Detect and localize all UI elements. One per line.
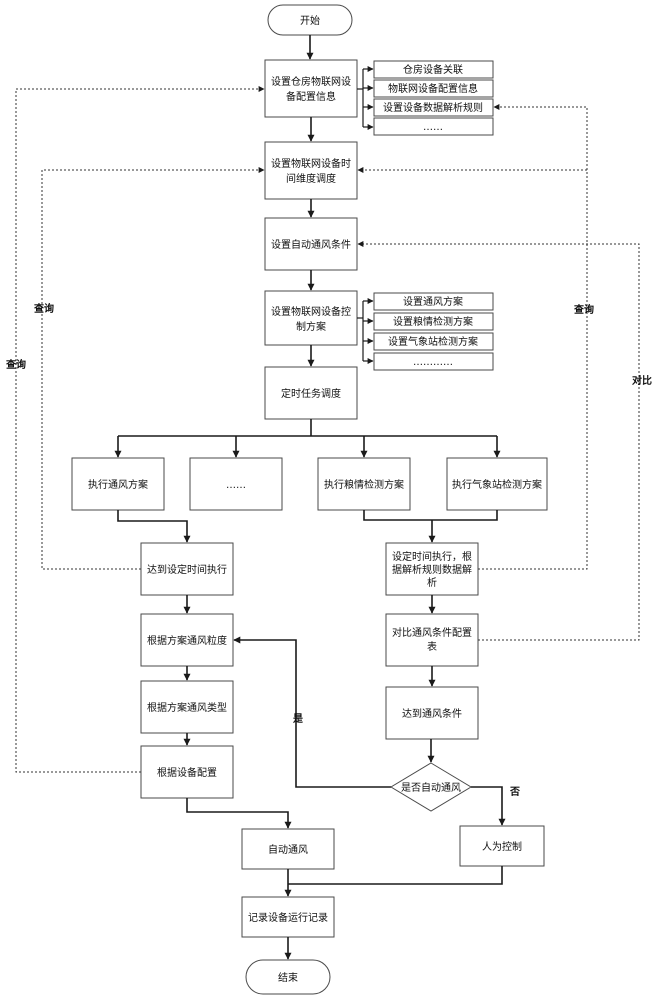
- ctrl-subitems: 设置通风方案 设置粮情检测方案 设置气象站检测方案 …………: [374, 293, 493, 370]
- node-reach-cond-text: 达到通风条件: [402, 707, 462, 720]
- node-compare-line2: 表: [427, 640, 437, 653]
- node-start-text: 开始: [300, 14, 320, 27]
- node-record: 记录设备运行记录: [242, 897, 334, 937]
- node-manual: 人为控制: [460, 826, 544, 866]
- node-timer: 定时任务调度: [265, 367, 357, 419]
- node-parse: 设定时间执行，根 据解析规则数据解 析: [386, 543, 478, 595]
- node-manual-text: 人为控制: [482, 840, 522, 853]
- node-dev-cfg: 根据设备配置: [141, 746, 233, 798]
- node-decision: 是否自动通风: [391, 763, 471, 811]
- node-exec-dots-text: ……: [226, 480, 246, 491]
- node-end: 结束: [246, 960, 330, 994]
- node-set-time: 设置物联网设备时 间维度调度: [265, 142, 357, 199]
- node-parse-line3: 析: [427, 576, 437, 589]
- node-exec-weather: 执行气象站检测方案: [447, 458, 547, 510]
- config-subitems: 仓房设备关联 物联网设备配置信息 设置设备数据解析规则 ……: [374, 61, 493, 135]
- node-exec-vent: 执行通风方案: [72, 458, 164, 510]
- node-auto-vent-text: 自动通风: [268, 843, 308, 856]
- node-set-auto-text: 设置自动通风条件: [271, 238, 351, 251]
- node-vent-type: 根据方案通风类型: [141, 681, 233, 733]
- node-set-ctrl: 设置物联网设备控 制方案: [265, 291, 357, 345]
- config-item-4: ……: [423, 122, 443, 133]
- node-set-config-line2: 备配置信息: [286, 90, 336, 103]
- label-query-outer: 查询: [5, 358, 26, 371]
- node-set-config-line1: 设置仓房物联网设: [271, 75, 351, 88]
- node-exec-grain-text: 执行粮情检测方案: [324, 478, 404, 491]
- node-exec-dots: ……: [190, 458, 282, 510]
- node-set-time-line2: 间维度调度: [286, 172, 336, 185]
- node-timer-text: 定时任务调度: [281, 387, 341, 400]
- label-query-inner: 查询: [33, 302, 54, 315]
- node-compare: 对比通风条件配置 表: [386, 614, 478, 666]
- node-compare-line1: 对比通风条件配置: [392, 626, 472, 639]
- node-granularity: 根据方案通风粒度: [141, 614, 233, 666]
- node-start: 开始: [268, 5, 352, 35]
- config-bracket: [357, 69, 373, 127]
- config-item-3: 设置设备数据解析规则: [383, 101, 483, 114]
- node-record-text: 记录设备运行记录: [248, 911, 328, 924]
- node-decision-text: 是否自动通风: [401, 781, 461, 794]
- node-set-auto: 设置自动通风条件: [265, 218, 357, 270]
- config-item-1: 仓房设备关联: [403, 63, 463, 76]
- node-end-text: 结束: [278, 971, 298, 984]
- node-dev-cfg-text: 根据设备配置: [157, 766, 217, 779]
- node-set-config: 设置仓房物联网设 备配置信息: [265, 60, 357, 117]
- node-exec-grain: 执行粮情检测方案: [318, 458, 410, 510]
- ctrl-item-3: 设置气象站检测方案: [388, 335, 478, 348]
- node-granularity-text: 根据方案通风粒度: [147, 634, 227, 647]
- node-set-ctrl-line1: 设置物联网设备控: [271, 305, 351, 318]
- node-vent-type-text: 根据方案通风类型: [147, 701, 227, 714]
- node-set-time-line1: 设置物联网设备时: [271, 157, 351, 170]
- node-parse-line1: 设定时间执行，根: [392, 550, 472, 563]
- node-parse-line2: 据解析规则数据解: [392, 563, 472, 576]
- config-item-2: 物联网设备配置信息: [388, 82, 478, 95]
- node-reach-cond: 达到通风条件: [386, 687, 478, 739]
- label-query-right: 查询: [573, 303, 594, 316]
- node-reach-time: 达到设定时间执行: [141, 543, 233, 595]
- label-no: 否: [509, 786, 520, 798]
- label-yes: 是: [292, 713, 303, 725]
- ctrl-item-1: 设置通风方案: [403, 295, 463, 308]
- node-reach-time-text: 达到设定时间执行: [147, 563, 227, 576]
- node-exec-vent-text: 执行通风方案: [88, 478, 148, 491]
- ctrl-bracket: [357, 301, 373, 361]
- node-set-ctrl-line2: 制方案: [296, 320, 326, 333]
- ctrl-item-2: 设置粮情检测方案: [393, 315, 473, 328]
- ctrl-item-4: …………: [413, 357, 453, 368]
- label-compare-right: 对比: [632, 374, 652, 387]
- node-auto-vent: 自动通风: [242, 829, 334, 869]
- node-exec-weather-text: 执行气象站检测方案: [452, 478, 542, 491]
